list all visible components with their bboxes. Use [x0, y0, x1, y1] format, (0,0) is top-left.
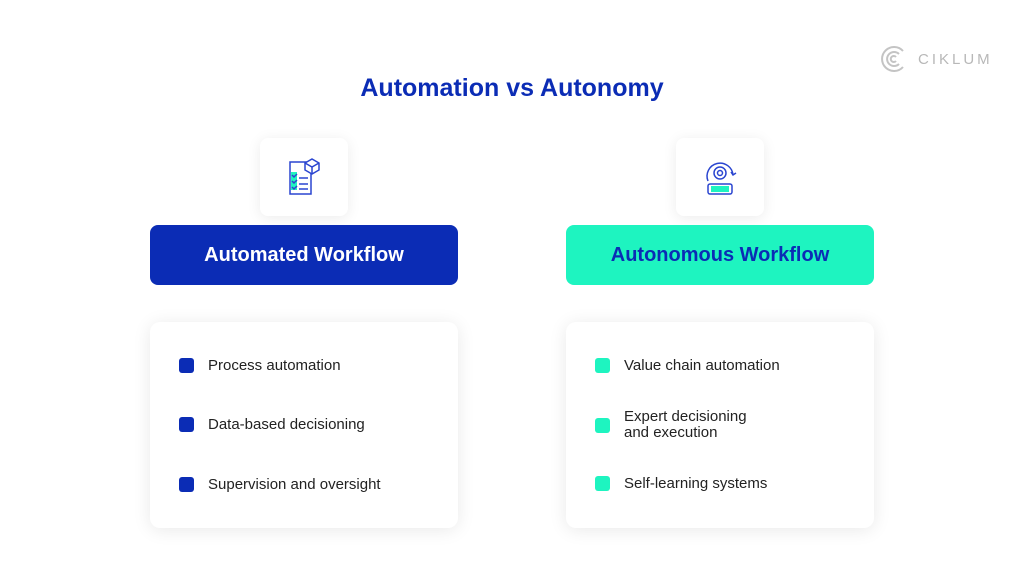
autonomous-list-card: Value chain automation Expert decisionin… [566, 322, 874, 528]
autonomous-workflow-header: Autonomous Workflow [566, 225, 874, 285]
list-item: Process automation [179, 357, 341, 374]
list-item: Self-learning systems [595, 475, 767, 492]
bullet-square-icon [179, 358, 194, 373]
item-label: Supervision and oversight [208, 476, 381, 493]
bullet-square-icon [595, 417, 610, 433]
checklist-icon [289, 158, 320, 195]
list-item: Data-based decisioning [179, 416, 365, 433]
item-label: Data-based decisioning [208, 416, 365, 433]
page-title: Automation vs Autonomy [360, 74, 664, 102]
gear-automation-icon [706, 162, 737, 195]
list-item: Expert decisioning and execution [595, 409, 764, 441]
bullet-square-icon [179, 417, 194, 432]
item-label: Self-learning systems [624, 475, 768, 492]
gear-monitor-icon-card [676, 138, 764, 216]
bullet-square-icon [179, 477, 194, 492]
ciklum-logo-icon [881, 46, 904, 72]
list-item: Supervision and oversight [179, 476, 381, 493]
ciklum-logo: CIKLUM [878, 44, 993, 74]
item-label: Expert decisioning and execution [624, 408, 747, 441]
automated-workflow-header: Automated Workflow [150, 225, 458, 285]
item-label: Process automation [208, 357, 341, 374]
bullet-square-icon [595, 476, 610, 491]
checklist-box-icon-card [260, 138, 348, 216]
logo-text: CIKLUM [918, 50, 993, 68]
automated-list-card: Process automation Data-based decisionin… [150, 322, 458, 528]
bullet-square-icon [595, 358, 610, 373]
list-item: Value chain automation [595, 357, 780, 374]
item-label: Value chain automation [624, 357, 780, 374]
